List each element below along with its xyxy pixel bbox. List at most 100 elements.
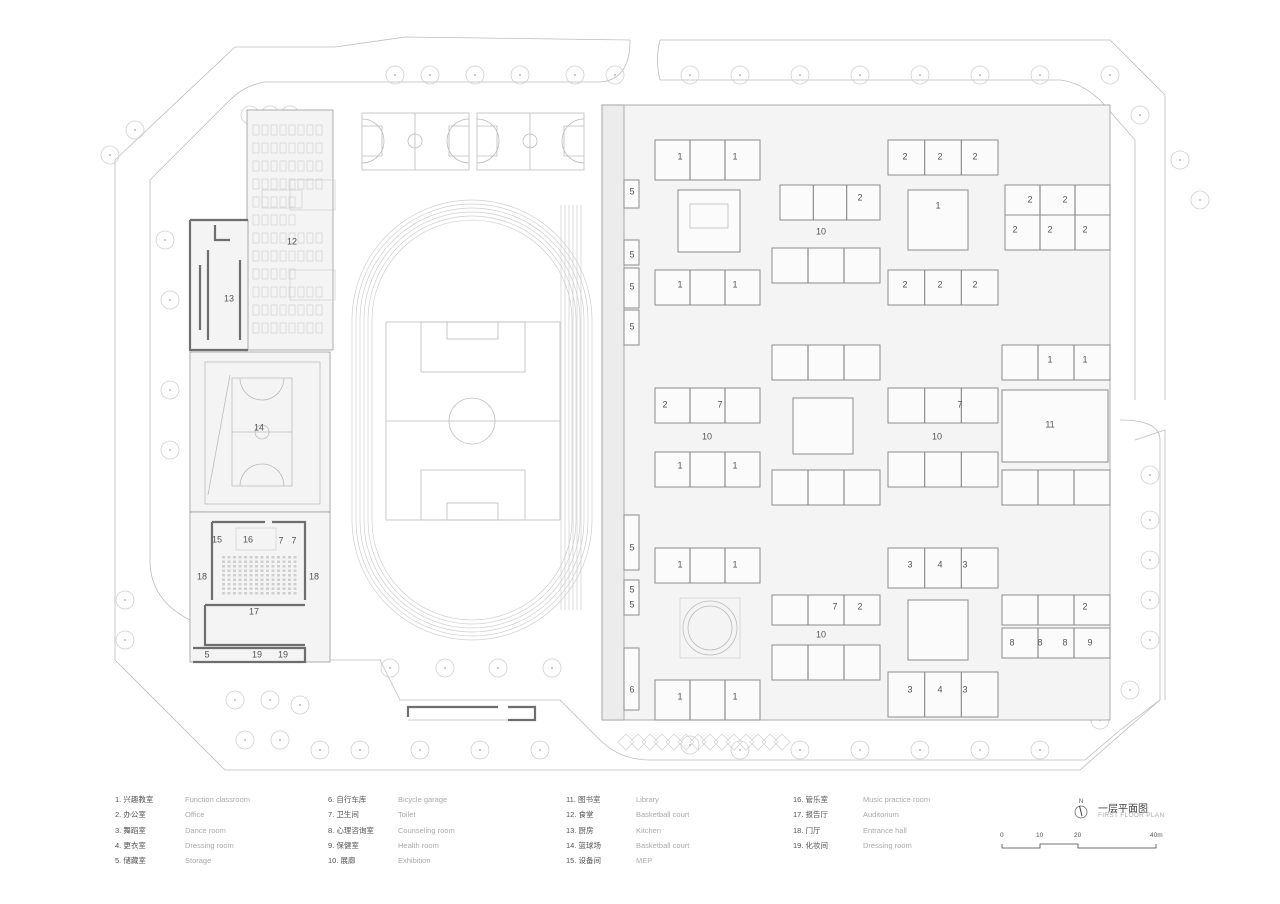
tree-icon — [790, 65, 810, 85]
room-number: 2 — [1047, 224, 1052, 234]
sprint-lanes — [560, 205, 582, 610]
canteen-table — [270, 304, 278, 316]
bicycle-stall — [713, 733, 731, 751]
canteen-table — [315, 178, 323, 190]
auditorium-seat — [249, 574, 253, 577]
canteen-table — [252, 250, 260, 262]
canteen-table — [297, 232, 305, 244]
tree-center — [359, 749, 361, 751]
auditorium-seat — [222, 587, 225, 590]
classroom-block — [1004, 184, 1111, 221]
room-number: 8 — [1062, 637, 1067, 647]
tree-center — [164, 239, 166, 241]
auditorium-seat — [244, 583, 247, 586]
canteen-table — [306, 178, 314, 190]
room-number: 1 — [677, 279, 682, 289]
tree-center — [574, 74, 576, 76]
canteen-table — [261, 214, 269, 226]
tree-center — [739, 74, 741, 76]
canteen-table — [261, 232, 269, 244]
auditorium-seat — [227, 556, 231, 559]
room-number: 2 — [937, 151, 942, 161]
canteen-table — [252, 142, 260, 154]
tree-center — [1109, 74, 1111, 76]
room-number: 7 — [832, 601, 837, 611]
auditorium-seat — [293, 583, 297, 586]
canteen-table — [315, 286, 323, 298]
auditorium-seat — [233, 556, 236, 559]
canteen-table — [279, 196, 287, 208]
canteen-table — [288, 304, 296, 316]
auditorium-seat — [244, 556, 247, 559]
auditorium-seat — [249, 560, 253, 563]
tree-icon — [1140, 550, 1160, 570]
auditorium-seat — [277, 560, 280, 563]
tree-center — [169, 449, 171, 451]
label-exhibition-1: 10 — [816, 226, 826, 236]
gym-block — [189, 351, 331, 513]
classroom-block — [771, 644, 881, 681]
canteen-table — [261, 268, 269, 280]
canteen-table — [315, 160, 323, 172]
tree-center — [319, 749, 321, 751]
room-number: 6 — [629, 684, 634, 694]
room-labels: 12 13 14 15 16 7 7 18 18 17 5 19 19 10 1… — [197, 226, 1055, 659]
tree-icon — [260, 690, 280, 710]
room-number: 1 — [732, 279, 737, 289]
football-field — [385, 321, 561, 521]
canteen-table — [297, 286, 305, 298]
tree-icon — [510, 65, 530, 85]
canteen-table — [261, 124, 269, 136]
tree-center — [979, 74, 981, 76]
bicycle-stall — [629, 733, 647, 751]
tree-center — [551, 667, 553, 669]
auditorium-seat — [266, 556, 269, 559]
room-number: 1 — [677, 691, 682, 701]
auditorium-seat — [227, 565, 231, 568]
auditorium-seat — [227, 560, 231, 563]
label-gym: 14 — [254, 422, 264, 432]
tree-icon — [385, 65, 405, 85]
room-number: 3 — [962, 559, 967, 569]
auditorium-seat — [227, 587, 231, 590]
auditorium-seat — [233, 574, 236, 577]
classroom-block — [1001, 627, 1111, 659]
canteen-table — [252, 160, 260, 172]
label-entrance-left: 18 — [197, 571, 207, 581]
auditorium-seat — [249, 592, 253, 595]
room-number: 2 — [1012, 224, 1017, 234]
tree-center — [474, 74, 476, 76]
tree-icon — [488, 658, 508, 678]
canteen-table — [279, 304, 287, 316]
auditorium-seat — [266, 578, 269, 581]
canteen-table — [288, 214, 296, 226]
auditorium-seat — [255, 565, 258, 568]
canteen-table — [252, 232, 260, 244]
storage-room — [623, 239, 640, 266]
tree-center — [689, 74, 691, 76]
north-arrow-icon: N — [1074, 799, 1088, 819]
tree-icon — [1170, 150, 1190, 170]
tree-icon — [730, 740, 750, 760]
auditorium-seat — [249, 556, 253, 559]
room-number: 1 — [732, 559, 737, 569]
classroom-block — [654, 387, 761, 424]
bicycle-stall — [653, 733, 671, 751]
auditorium-seat — [244, 565, 247, 568]
auditorium-seating — [222, 556, 297, 595]
auditorium-seat — [260, 569, 264, 572]
classroom-block — [887, 387, 999, 424]
auditorium-seat — [255, 578, 258, 581]
tree-center — [1149, 599, 1151, 601]
auditorium-seat — [233, 592, 236, 595]
canteen-table — [288, 286, 296, 298]
classroom-block — [779, 184, 881, 221]
tree-center — [429, 74, 431, 76]
tree-icon — [420, 65, 440, 85]
auditorium-seat — [260, 556, 264, 559]
storage-room — [623, 579, 640, 616]
